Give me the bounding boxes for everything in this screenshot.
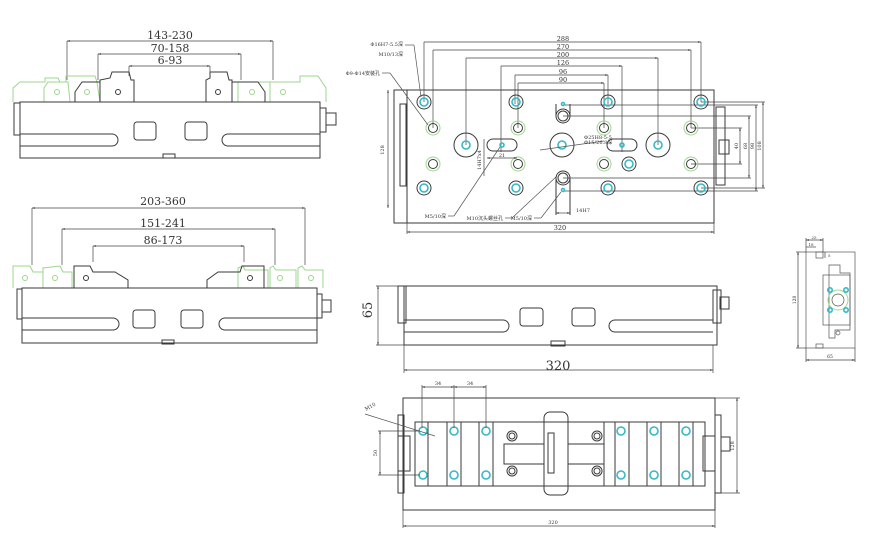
vise-view-a: 143-230 70-158 6-93	[12, 29, 337, 159]
plan-dim-14h7: 14H7	[576, 208, 590, 214]
side-dim-5: 5	[828, 253, 831, 258]
bottom-thread-label: M10	[364, 402, 377, 413]
plan-dim-21: 21	[499, 153, 505, 159]
view-b-dim-inner: 86-173	[144, 234, 183, 247]
bottom-dim-50: 50	[373, 450, 379, 456]
callout-m10-screw: M10沉头螺丝孔	[467, 215, 503, 222]
view-b-dim-outer: 203-360	[140, 195, 186, 208]
plan-view-top: 288 270 200 126 96 90 128 40	[346, 35, 765, 234]
side-dim-width: 65	[827, 354, 833, 360]
bottom-dim-width: 320	[548, 520, 558, 526]
plan-dim-288: 288	[557, 35, 569, 43]
side-view: 25 18 5 128 65	[792, 235, 856, 362]
view-a-dim-inner: 6-93	[158, 54, 183, 67]
callout-mount-hole: Φ9-Φ14安装孔	[346, 70, 380, 77]
view-a-body	[13, 101, 337, 159]
view-b-dim-middle: 151-241	[140, 217, 186, 230]
bottom-view: 34 34 M10 50 128 320	[364, 381, 740, 528]
view-b-inner-jaws	[73, 265, 265, 288]
callout-center-hole-depth: Φ15/26.8深	[584, 139, 612, 146]
callout-m5-right: M5/10深	[511, 215, 532, 222]
front-view: 65 320	[361, 285, 730, 374]
callout-center-hole: Φ25H8-5-5	[584, 135, 612, 141]
side-dim-18: 18	[808, 242, 814, 247]
bottom-holes	[418, 426, 691, 480]
plan-holes	[416, 94, 709, 215]
view-b-dimension-lines	[31, 207, 306, 265]
plan-dim-width: 320	[554, 224, 566, 232]
callout-m5-left: M5/10深	[425, 213, 446, 220]
plan-dim-126: 126	[557, 59, 569, 67]
bottom-jaw-strips	[414, 422, 694, 486]
plan-dim-height: 128	[380, 145, 386, 155]
front-dim-height: 65	[361, 302, 376, 319]
bottom-dim-height: 128	[730, 441, 736, 451]
bottom-pitch-2: 34	[467, 381, 473, 387]
side-dim-25: 25	[811, 235, 817, 240]
view-a-jaws	[12, 75, 327, 103]
view-b-jaws	[12, 265, 324, 288]
plan-right-flange	[715, 106, 726, 186]
view-a-dim-outer: 143-230	[147, 29, 193, 42]
callout-thread-m10: M10/13深	[378, 51, 403, 58]
plan-dim-108: 108	[757, 141, 763, 151]
plan-dim-68: 68	[743, 143, 749, 149]
view-a-dimension-lines	[66, 40, 274, 80]
front-dim-width: 320	[546, 359, 571, 374]
plan-dim-270: 270	[557, 43, 569, 51]
callout-counterbore: Φ16H7-5.5深	[370, 41, 403, 48]
plan-dim-40: 40	[734, 143, 740, 149]
plan-dim-90: 90	[559, 76, 567, 84]
plan-dim-96: 96	[559, 68, 567, 76]
plan-vertical-dimension-lines	[563, 101, 765, 192]
view-b-body	[16, 287, 332, 345]
vise-view-b: 203-360 151-241 86-173	[12, 195, 332, 345]
view-a-dim-middle: 70-158	[151, 42, 190, 55]
plan-left-key	[399, 103, 407, 187]
plan-slot-dim: 14H7x4	[477, 150, 483, 170]
plan-callout-leaders	[382, 44, 605, 219]
plan-dim-98: 98	[750, 143, 756, 149]
bottom-center-nut	[503, 411, 605, 496]
view-a-inner-jaws	[74, 71, 266, 102]
side-dim-height: 128	[792, 296, 798, 305]
bottom-pitch-1: 34	[435, 381, 441, 387]
plan-right-shaft	[718, 139, 730, 155]
plan-left-edge	[393, 89, 408, 224]
plan-dim-200: 200	[557, 51, 569, 59]
